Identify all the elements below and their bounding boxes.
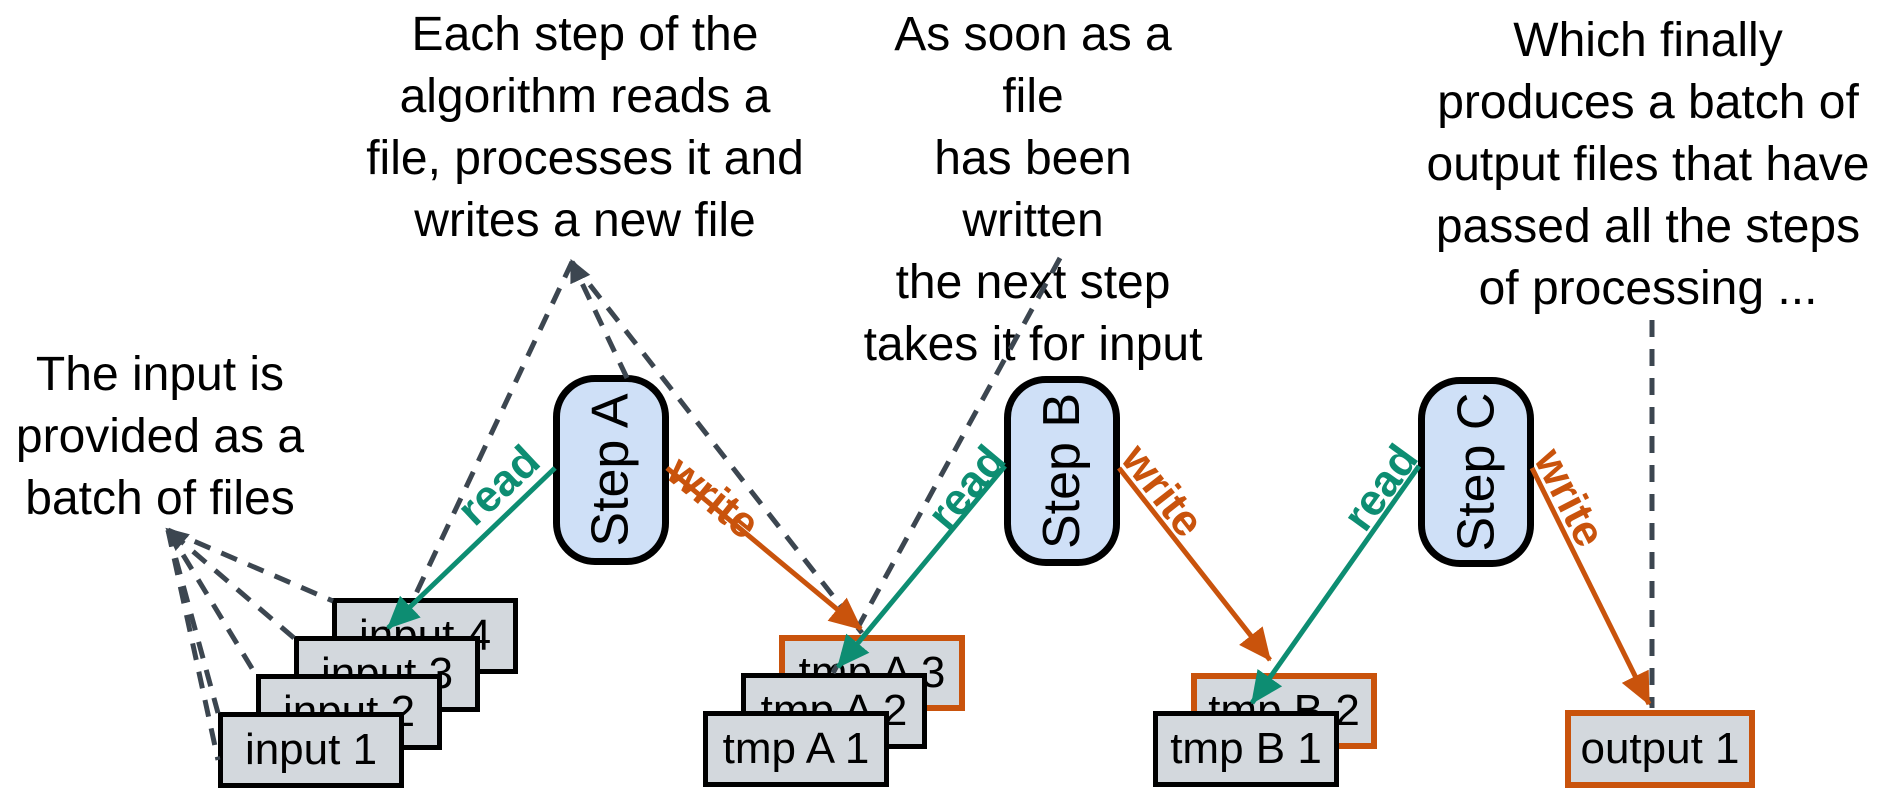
read-label-b: read	[917, 436, 1016, 540]
pointer-each-step-to-step-a	[569, 258, 630, 380]
pointer-input-batch-to-input4	[167, 527, 334, 604]
file-tmp-a-1: tmp A 1	[703, 711, 889, 787]
pointer-each-step-to-input	[410, 260, 575, 602]
write-label-b: write	[1111, 435, 1214, 547]
pointer-input-batch-to-input2	[165, 528, 259, 677]
step-b-label: Step B	[1033, 392, 1092, 550]
pointer-input-batch-to-input1	[165, 529, 221, 714]
write-label-c: write	[1524, 440, 1615, 555]
step-b-box: Step B	[1004, 376, 1120, 566]
step-c-box: Step C	[1418, 377, 1534, 567]
step-a-box: Step A	[553, 375, 669, 565]
write-label-a: write	[657, 446, 769, 549]
pointer-input-batch-to-input1-side	[165, 529, 221, 761]
read-label-c: read	[1333, 435, 1428, 540]
file-output-1: output 1	[1565, 710, 1755, 788]
file-input-1: input 1	[218, 712, 404, 788]
annotation-which-finally: Which finally produces a batch of output…	[1426, 14, 1870, 315]
annotation-each-step: Each step of the algorithm reads a file,…	[366, 8, 804, 247]
annotation-input-batch: The input is provided as a batch of file…	[15, 348, 305, 525]
step-a-label: Step A	[582, 393, 641, 547]
read-label-a: read	[447, 436, 550, 536]
pointer-input-batch-to-input3	[165, 527, 296, 640]
annotation-as-soon: As soon as a file has been written the n…	[863, 8, 1203, 371]
step-c-label: Step C	[1447, 392, 1506, 552]
file-tmp-b-1: tmp B 1	[1153, 711, 1339, 787]
